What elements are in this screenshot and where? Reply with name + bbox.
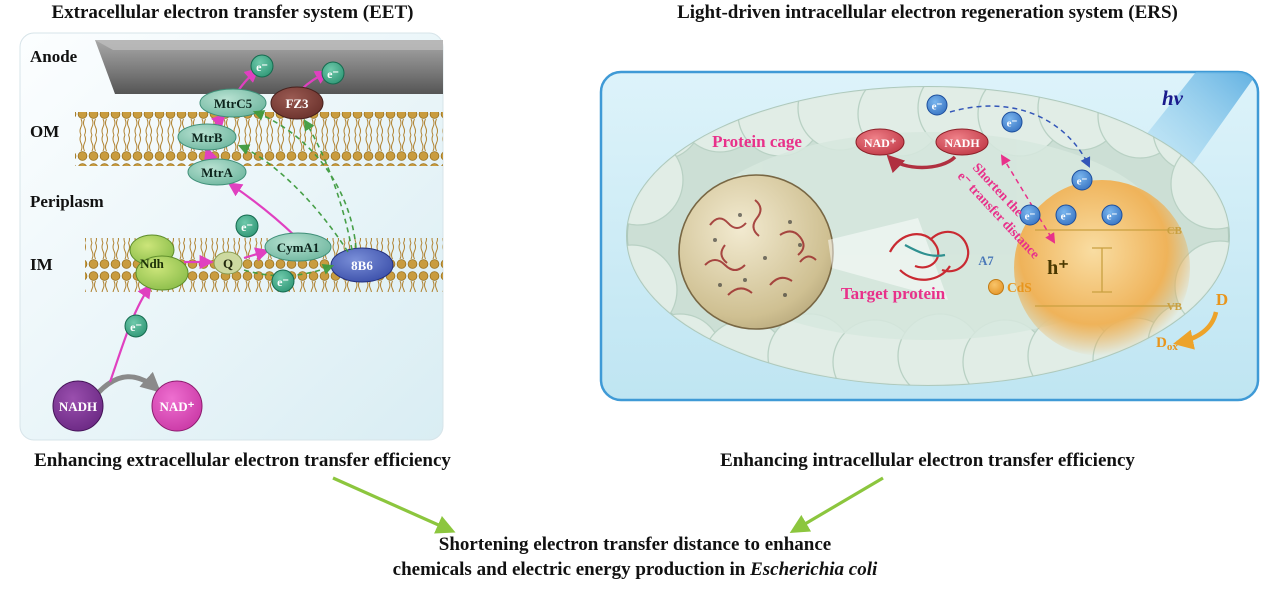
electron-badge: e⁻	[1019, 204, 1041, 226]
8b6-to-mtrb-dashed-arrow	[237, 144, 349, 253]
electron-badge: e⁻	[235, 214, 259, 238]
nad-molecule	[151, 380, 203, 432]
electron-label: e⁻	[130, 320, 142, 334]
electron-label: e⁻	[277, 275, 289, 289]
electron-badge: e⁻	[124, 314, 148, 338]
electron-label: e⁻	[256, 60, 268, 74]
conclusion-line2-text: chemicals and electric energy production…	[392, 559, 751, 580]
ers-nad-pill	[855, 128, 905, 156]
electron-label: e⁻	[1107, 211, 1118, 223]
conclusion-line2-species: Escherichia coli	[750, 559, 878, 580]
protein-mtrb	[177, 123, 237, 151]
protein-fz3	[270, 86, 324, 120]
ndh-label: Ndh	[140, 256, 165, 271]
nadh-to-nad-arrow	[96, 371, 161, 395]
electron-label: e⁻	[1007, 118, 1018, 130]
anode-layer-label: Anode	[30, 47, 78, 66]
electron-label: e⁻	[932, 101, 943, 113]
protein-cyma1	[264, 232, 332, 262]
electron-badge: e⁻	[250, 54, 274, 78]
periplasm-layer-label: Periplasm	[30, 192, 104, 211]
fz3-label: FZ3	[285, 96, 309, 111]
protein-ndh-lower	[135, 255, 189, 291]
nadh-regeneration-arrow	[886, 154, 957, 174]
nad-label: NAD⁺	[159, 399, 194, 414]
outer-membrane	[75, 112, 443, 166]
anode-slab-top	[95, 40, 443, 50]
eet-summary-arrow	[332, 476, 456, 534]
cb-label: CB	[1167, 225, 1183, 237]
electron-badge: e⁻	[1071, 169, 1093, 191]
a7-label: A7	[978, 254, 993, 268]
electron-badge: e⁻	[321, 61, 345, 85]
ers-summary-arrow	[789, 476, 884, 533]
im-layer-label: IM	[30, 255, 53, 274]
eet-title: Extracellular electron transfer system (…	[51, 2, 414, 23]
cds-dot	[988, 279, 1004, 295]
electron-badge: e⁻	[1101, 204, 1123, 226]
dox-label: Dox	[1156, 335, 1178, 353]
electron-badge: e⁻	[1001, 111, 1023, 133]
ers-nadh-pill	[935, 128, 989, 156]
nadh-molecule	[52, 380, 104, 432]
dox-main: D	[1156, 335, 1167, 351]
mtra-label: MtrA	[201, 165, 233, 180]
cyma1-to-mtra-arrow	[227, 182, 296, 237]
dox-subscript: ox	[1167, 341, 1179, 353]
electron-badge: e⁻	[271, 269, 295, 293]
eet-panel: NADH NAD⁺ e⁻ e⁻ e⁻ e⁻	[19, 32, 444, 441]
electron-label: e⁻	[1025, 211, 1036, 223]
donor-oxidation-arrow	[1173, 311, 1219, 350]
ers-nadh-label: NADH	[944, 136, 980, 150]
q-to-cyma1-arrow	[243, 247, 270, 262]
ers-nad-label: NAD⁺	[864, 136, 896, 150]
hole-label: h⁺	[1047, 257, 1069, 279]
ers-panel: NAD⁺ NADH e⁻ e⁻	[599, 70, 1260, 402]
electron-route-dashed-arrow	[949, 105, 1091, 168]
electron-label: e⁻	[327, 67, 339, 81]
protein-cage-label: Protein cage	[712, 132, 802, 151]
conclusion-line2: chemicals and electric energy production…	[0, 559, 1270, 581]
cage-dots	[713, 213, 802, 297]
donor-label: D	[1216, 290, 1228, 309]
summary-arrows	[332, 476, 884, 534]
mtrb-label: MtrB	[191, 130, 222, 145]
eet-protein-labels: MtrC5 FZ3 MtrB MtrA CymA1 8B6 Ndh Q	[140, 96, 373, 273]
conclusion-line1: Shortening electron transfer distance to…	[438, 534, 832, 555]
electron-label: e⁻	[1061, 211, 1072, 223]
eet-layer-labels: Anode OM Periplasm IM	[30, 47, 104, 274]
target-protein-label: Target protein	[841, 284, 946, 303]
vb-label: VB	[1167, 301, 1183, 313]
electron-label: e⁻	[1077, 176, 1088, 188]
band-diagram	[1035, 229, 1180, 307]
8b6-label: 8B6	[351, 258, 373, 273]
ers-title: Light-driven intracellular electron rege…	[677, 2, 1178, 23]
cds-label: CdS	[1007, 280, 1032, 295]
cage-protein-texture	[704, 199, 817, 296]
protein-mtra	[187, 158, 247, 186]
8b6-to-mtrc5-dashed-arrow	[252, 110, 357, 249]
ers-electrons: e⁻ e⁻ e⁻ e⁻	[926, 94, 1123, 226]
electron-label: e⁻	[241, 220, 253, 234]
eet-proteins	[129, 86, 394, 291]
cyma1-label: CymA1	[277, 240, 320, 255]
eet-electrons: e⁻ e⁻ e⁻ e⁻ e⁻	[124, 54, 345, 338]
electron-badge: e⁻	[1055, 204, 1077, 226]
hv-label: hν	[1162, 86, 1184, 110]
transfer-distance-double-arrow	[1000, 154, 1056, 244]
target-protein-ribbon	[889, 230, 970, 281]
eet-caption: Enhancing extracellular electron transfe…	[34, 450, 451, 471]
om-layer-label: OM	[30, 122, 59, 141]
electron-badge: e⁻	[926, 94, 948, 116]
q-label: Q	[223, 256, 233, 271]
ers-caption: Enhancing intracellular electron transfe…	[720, 450, 1135, 471]
mtrc5-label: MtrC5	[214, 96, 253, 111]
nadh-label: NADH	[59, 399, 97, 414]
protein-mtrc5	[199, 88, 267, 118]
protein-cage	[678, 174, 834, 330]
protein-q	[213, 251, 243, 275]
